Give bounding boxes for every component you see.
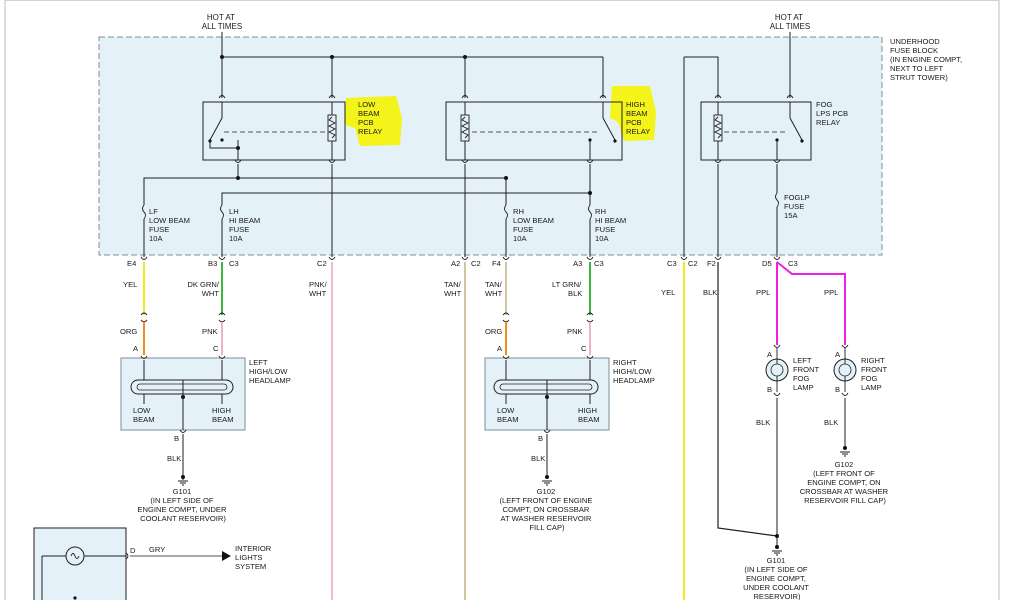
underhood-fuse-block bbox=[98, 36, 883, 256]
pin-c: C bbox=[213, 344, 219, 353]
wire-label-pnk: PNK bbox=[202, 327, 218, 336]
connector-b3: B3 bbox=[208, 259, 217, 268]
connector-c3: C3 bbox=[594, 259, 604, 268]
wire-label-gry: GRY bbox=[149, 545, 165, 554]
arrow-icon bbox=[222, 551, 231, 561]
high-beam-pcb-relay-label: HIGH BEAM PCB RELAY bbox=[626, 100, 650, 136]
left-front-fog-lamp: A B bbox=[765, 344, 789, 396]
connector-c2: C2 bbox=[688, 259, 698, 268]
hot-at-all-times-left: HOT AT ALL TIMES bbox=[202, 13, 242, 31]
wire-label-ppl: PPL bbox=[756, 288, 770, 297]
svg-text:B: B bbox=[767, 385, 772, 394]
connector-c2: C2 bbox=[471, 259, 481, 268]
low-beam-pcb-relay-label: LOW BEAM PCB RELAY bbox=[358, 100, 382, 136]
wire-label-blk: BLK bbox=[756, 418, 770, 427]
wire-label-blk: BLK bbox=[167, 454, 181, 463]
ground-g102-right bbox=[840, 446, 850, 457]
connector-f4: F4 bbox=[492, 259, 501, 268]
connector-f2: F2 bbox=[707, 259, 716, 268]
wire-label-blk: BLK bbox=[531, 454, 545, 463]
wire-label-org: ORG bbox=[120, 327, 137, 336]
left-front-fog-lamp-label: LEFT FRONT FOG LAMP bbox=[793, 356, 821, 392]
wire-label-blk: BLK bbox=[824, 418, 838, 427]
right-front-fog-lamp: A B bbox=[833, 344, 857, 396]
wire-label-yel: YEL bbox=[661, 288, 675, 297]
connector-c3: C3 bbox=[229, 259, 239, 268]
svg-text:A: A bbox=[767, 350, 773, 359]
wire-label-ppl: PPL bbox=[824, 288, 838, 297]
interior-lights-switch-box bbox=[33, 527, 127, 600]
wire-label-pnk: PNK bbox=[567, 327, 583, 336]
hot-at-all-times-right: HOT AT ALL TIMES bbox=[770, 13, 810, 31]
high-beam-relay bbox=[445, 101, 623, 161]
connector-d5: D5 bbox=[762, 259, 772, 268]
wire-label-lt-grn-blk: LT GRN/BLK bbox=[552, 280, 582, 298]
right-front-fog-lamp-label: RIGHT FRONT FOG LAMP bbox=[861, 356, 889, 392]
wire-label-blk: BLK bbox=[703, 288, 717, 297]
connector-e4: E4 bbox=[127, 259, 136, 268]
wire-blk-f2 bbox=[717, 262, 778, 537]
wire-label-org: ORG bbox=[485, 327, 502, 336]
fog-relay-label: FOG LPS PCB RELAY bbox=[816, 100, 850, 127]
connector-c3: C3 bbox=[788, 259, 798, 268]
fog-lps-pcb-relay bbox=[700, 101, 812, 161]
pin-a: A bbox=[497, 344, 503, 353]
wire-label-tan-wht: TAN/WHT bbox=[444, 280, 462, 298]
g101-left-label: G101 (IN LEFT SIDE OF ENGINE COMPT, UNDE… bbox=[137, 487, 228, 523]
wire-label-pnk-wht: PNK/WHT bbox=[309, 280, 328, 298]
wire-label-yel: YEL bbox=[123, 280, 137, 289]
pin-b: B bbox=[174, 434, 179, 443]
svg-text:B: B bbox=[835, 385, 840, 394]
g102-right-label: G102 (LEFT FRONT OF ENGINE COMPT, ON CRO… bbox=[800, 460, 891, 505]
connector-a2: A2 bbox=[451, 259, 460, 268]
ground-g101-bottom bbox=[772, 534, 782, 556]
low-beam-relay-highlight bbox=[345, 96, 402, 146]
pin-b: B bbox=[538, 434, 543, 443]
connector-c2: C2 bbox=[317, 259, 327, 268]
ground-g102-mid bbox=[542, 475, 552, 486]
wire-label-dk-grn-wht: DK GRN/WHT bbox=[187, 280, 220, 298]
g101-bottom-label: G101 (IN LEFT SIDE OF ENGINE COMPT, UNDE… bbox=[743, 556, 811, 600]
underhood-fuse-block-label: UNDERHOOD FUSE BLOCK (IN ENGINE COMPT, N… bbox=[890, 37, 964, 82]
connector-a3: A3 bbox=[573, 259, 582, 268]
wire-label-tan-wht: TAN/WHT bbox=[485, 280, 503, 298]
g102-mid-label: G102 (LEFT FRONT OF ENGINE COMPT, ON CRO… bbox=[499, 487, 594, 532]
interior-lights-system-label: INTERIOR LIGHTS SYSTEM bbox=[235, 544, 273, 571]
pin-d: D bbox=[130, 546, 136, 555]
wire-ppl bbox=[776, 261, 846, 345]
pin-a: A bbox=[133, 344, 139, 353]
pin-c: C bbox=[581, 344, 587, 353]
low-beam-relay bbox=[202, 101, 346, 161]
svg-text:A: A bbox=[835, 350, 841, 359]
ground-g101-left bbox=[178, 475, 188, 486]
connector-c3: C3 bbox=[667, 259, 677, 268]
